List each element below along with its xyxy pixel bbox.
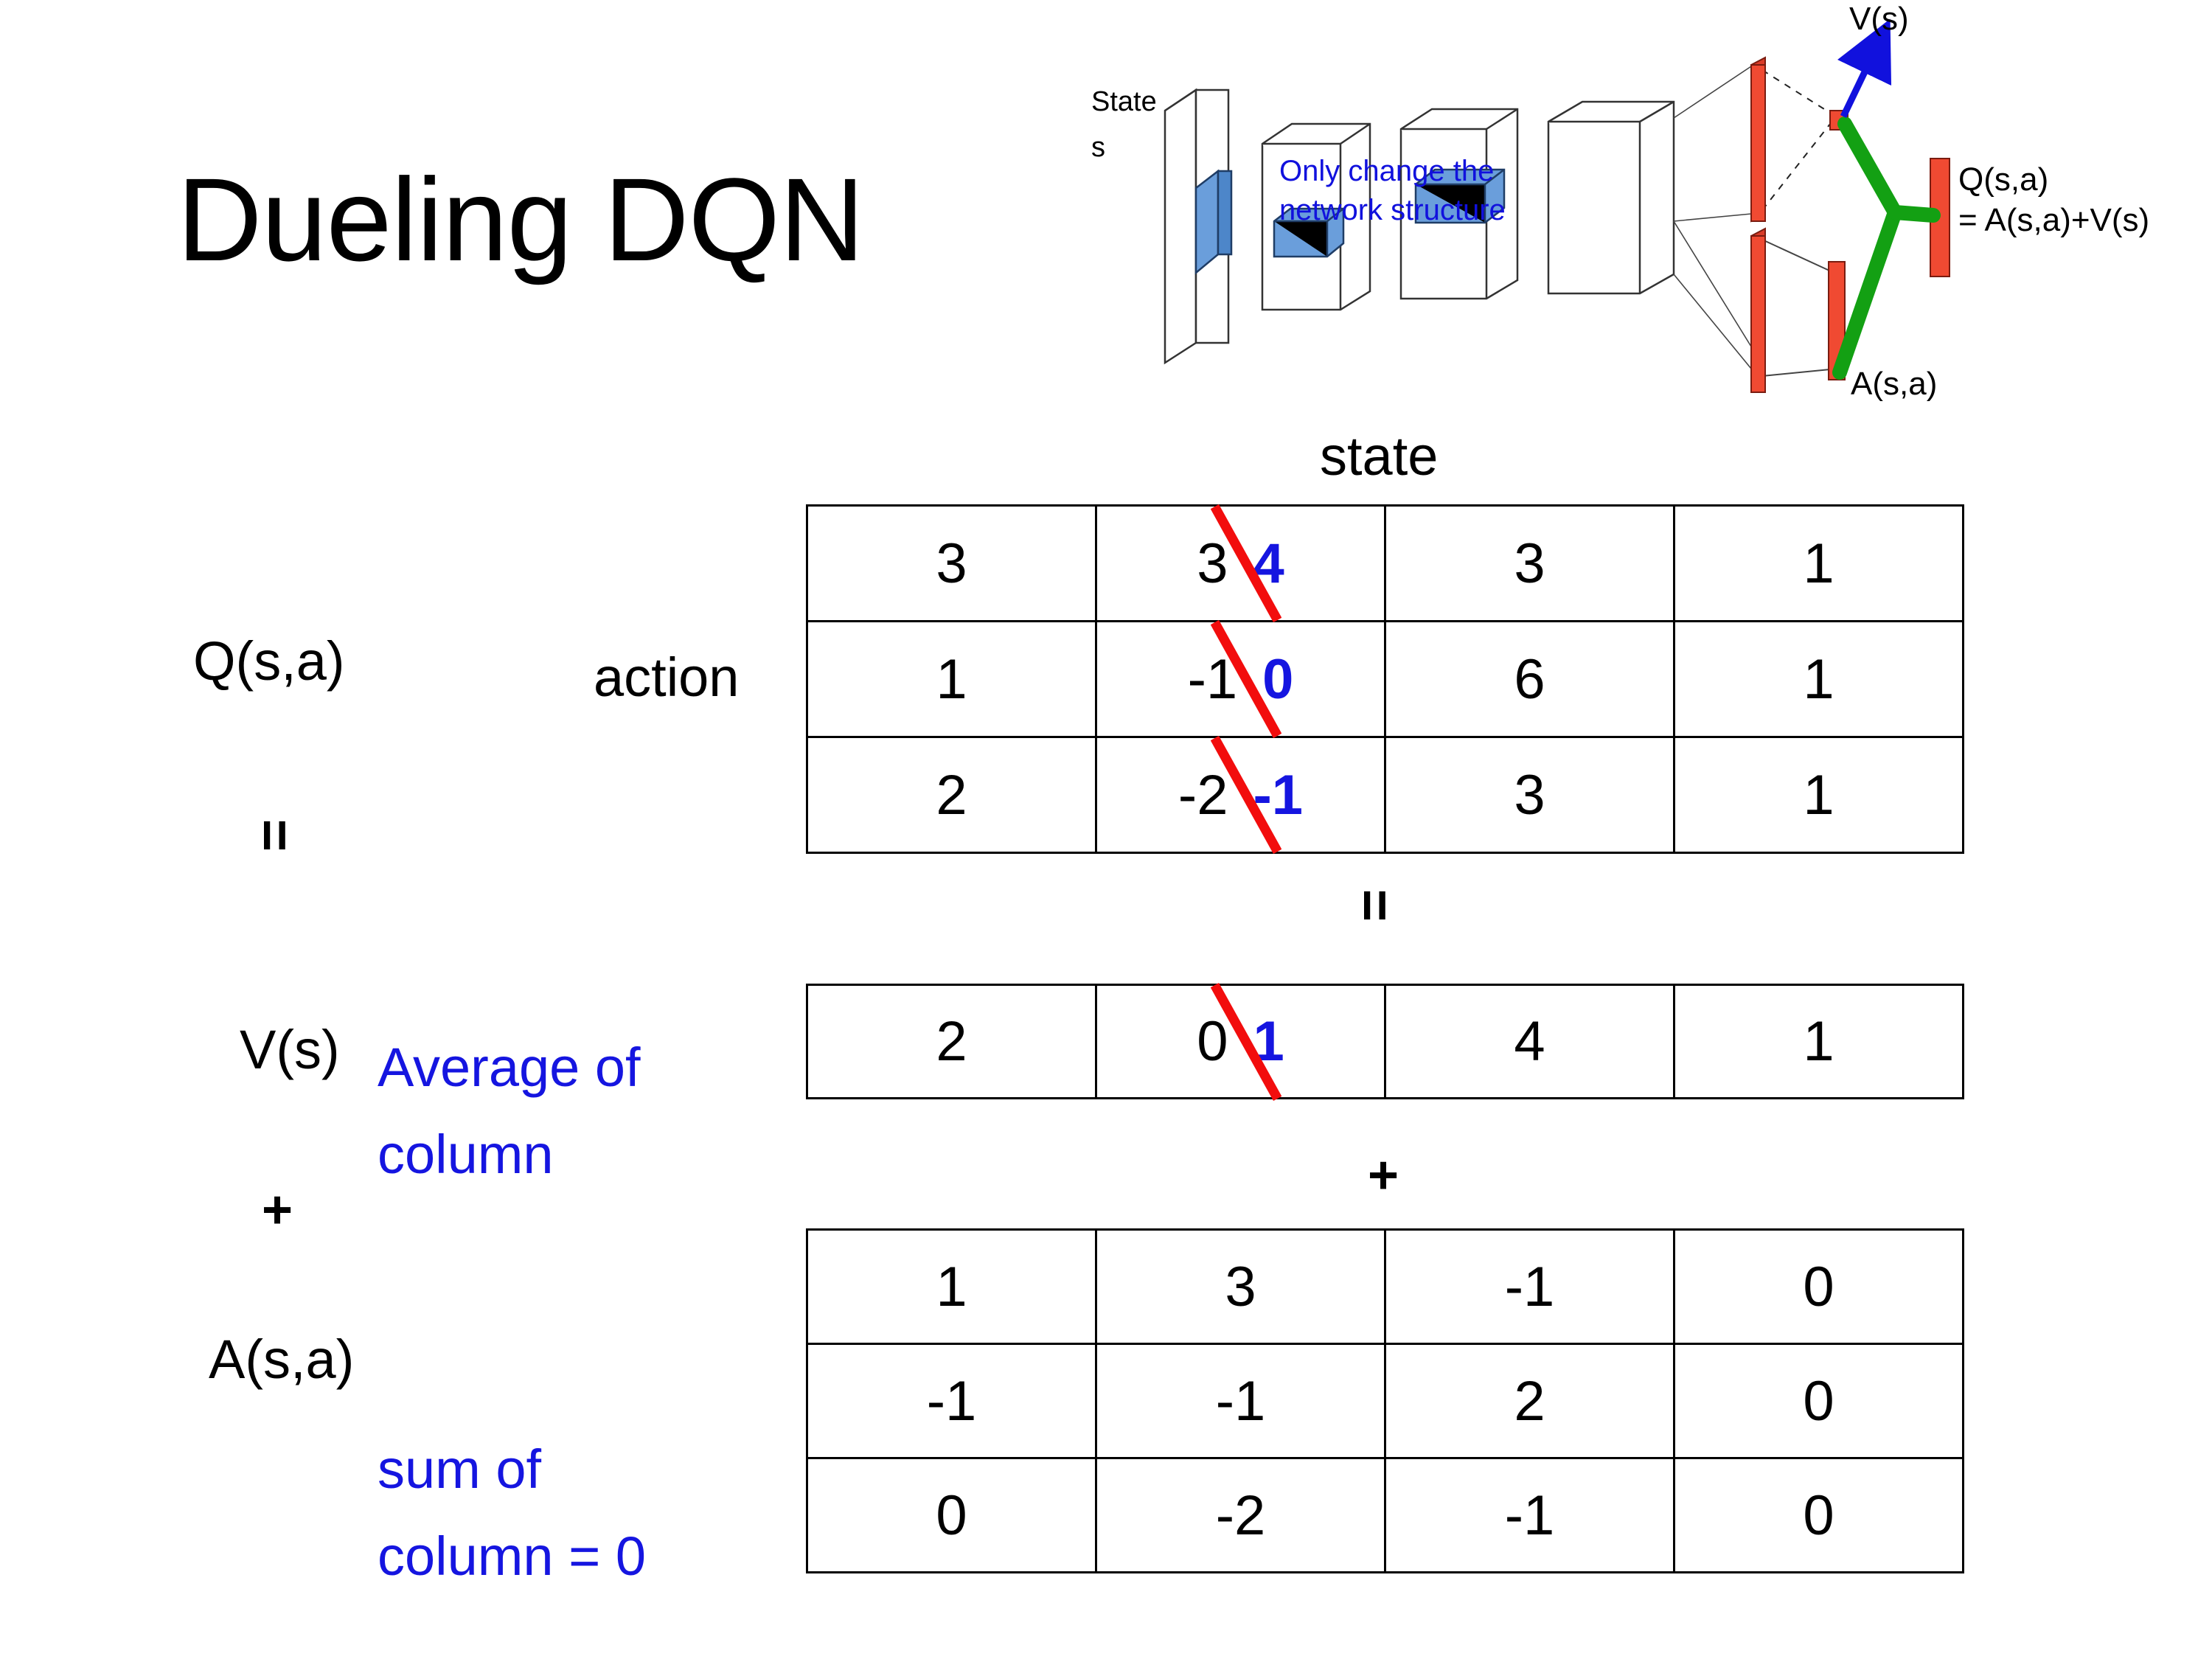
a-cell-r2c3[interactable]: 0 [1673,1457,1964,1573]
diagram-state-label-line2: s [1091,132,1105,163]
q-cell-r0c1[interactable]: 3 4 [1095,504,1386,623]
equals-sign-left: = [243,818,307,852]
q-cell-r1c2[interactable]: 6 [1384,620,1675,738]
table-row: -1 -1 2 0 [806,1343,1964,1459]
conv-patch-2-icon [1414,168,1506,224]
diagram-note-line1: Only change the [1279,155,1494,187]
value-stream-dashed-lines [1761,69,1837,211]
a-function-label: A(s,a) [209,1329,355,1390]
q-cell-r2c1-new: -1 [1253,763,1304,827]
advantage-stream-lines [1761,239,1838,377]
v-note-line1: Average of [378,1037,641,1098]
q-value-table: 3 3 4 3 1 1 -1 0 6 1 [806,504,1964,855]
a-cell-r0c1[interactable]: 3 [1095,1228,1386,1345]
advantage-hidden-bar-icon [1750,227,1766,393]
table-row: 2 0 1 4 1 [806,982,1964,1101]
q-cell-r2c0[interactable]: 2 [806,736,1097,854]
q-cell-r0c1-old: 3 [1197,532,1228,595]
diagram-q-label-line2: = A(s,a)+V(s) [1958,202,2149,238]
v-cell-c1-new: 1 [1253,1010,1284,1073]
diagram-note-line2: network structure [1279,194,1506,226]
advantage-value-table: 1 3 -1 0 -1 -1 2 0 0 -2 -1 0 [806,1228,1964,1573]
input-patch-icon [1194,169,1233,275]
action-axis-label: action [594,647,740,708]
q-cell-r2c1[interactable]: -2 -1 [1095,735,1386,855]
v-cell-c3[interactable]: 1 [1673,984,1964,1099]
a-cell-r2c2[interactable]: -1 [1384,1457,1675,1573]
q-cell-r1c0[interactable]: 1 [806,620,1097,738]
value-hidden-bar-icon [1750,56,1766,223]
a-cell-r0c0[interactable]: 1 [806,1228,1097,1345]
aggregation-green-connector-icon [1832,116,1941,380]
diagram-state-label-line1: State [1091,86,1157,117]
a-cell-r1c0[interactable]: -1 [806,1343,1097,1459]
q-cell-r0c2[interactable]: 3 [1384,504,1675,622]
q-cell-r1c1-new: 0 [1262,647,1294,711]
value-arrow-icon [1837,18,1892,118]
q-cell-r1c1-old: -1 [1187,647,1238,711]
q-cell-r1c3[interactable]: 1 [1673,620,1964,738]
q-cell-r2c1-old: -2 [1178,763,1228,827]
dueling-network-diagram: State s Only change the network structur… [1084,0,2212,413]
a-note-line1: sum of [378,1439,542,1500]
q-cell-r1c1[interactable]: -1 0 [1095,619,1386,739]
v-value-table: 2 0 1 4 1 [806,982,1964,1101]
v-cell-c1[interactable]: 0 1 [1095,982,1386,1101]
q-cell-r0c3[interactable]: 1 [1673,504,1964,622]
q-cell-r0c1-new: 4 [1253,532,1284,595]
v-note-line2: column [378,1124,554,1185]
equals-sign-mid: = [1343,888,1407,922]
plus-sign-left: + [262,1180,293,1239]
table-row: 1 3 -1 0 [806,1228,1964,1345]
table-row: 1 -1 0 6 1 [806,619,1964,739]
a-cell-r1c2[interactable]: 2 [1384,1343,1675,1459]
table-row: 2 -2 -1 3 1 [806,735,1964,855]
a-cell-r1c3[interactable]: 0 [1673,1343,1964,1459]
v-cell-c0[interactable]: 2 [806,984,1097,1099]
q-cell-r2c2[interactable]: 3 [1384,736,1675,854]
q-cell-r0c0[interactable]: 3 [806,504,1097,622]
page-title: Dueling DQN [177,153,865,285]
v-cell-c1-old: 0 [1197,1010,1228,1073]
q-function-label: Q(s,a) [193,630,345,692]
table-row: 0 -2 -1 0 [806,1457,1964,1573]
v-cell-c2[interactable]: 4 [1384,984,1675,1099]
a-cell-r0c2[interactable]: -1 [1384,1228,1675,1345]
v-function-label: V(s) [240,1019,340,1080]
q-cell-r2c3[interactable]: 1 [1673,736,1964,854]
diagram-q-label-line1: Q(s,a) [1958,161,2048,198]
plus-sign-mid: + [1368,1146,1399,1205]
diagram-advantage-label: A(s,a) [1851,366,1937,402]
state-axis-label: state [1320,425,1439,487]
connection-lines [1673,66,1752,369]
conv-block-3-icon [1547,100,1675,295]
a-cell-r0c3[interactable]: 0 [1673,1228,1964,1345]
table-row: 3 3 4 3 1 [806,504,1964,623]
conv-patch-1-icon [1273,207,1345,258]
diagram-value-label: V(s) [1849,1,1909,37]
a-cell-r2c0[interactable]: 0 [806,1457,1097,1573]
a-note-line2: column = 0 [378,1526,647,1587]
a-cell-r1c1[interactable]: -1 [1095,1343,1386,1459]
a-cell-r2c1[interactable]: -2 [1095,1457,1386,1573]
